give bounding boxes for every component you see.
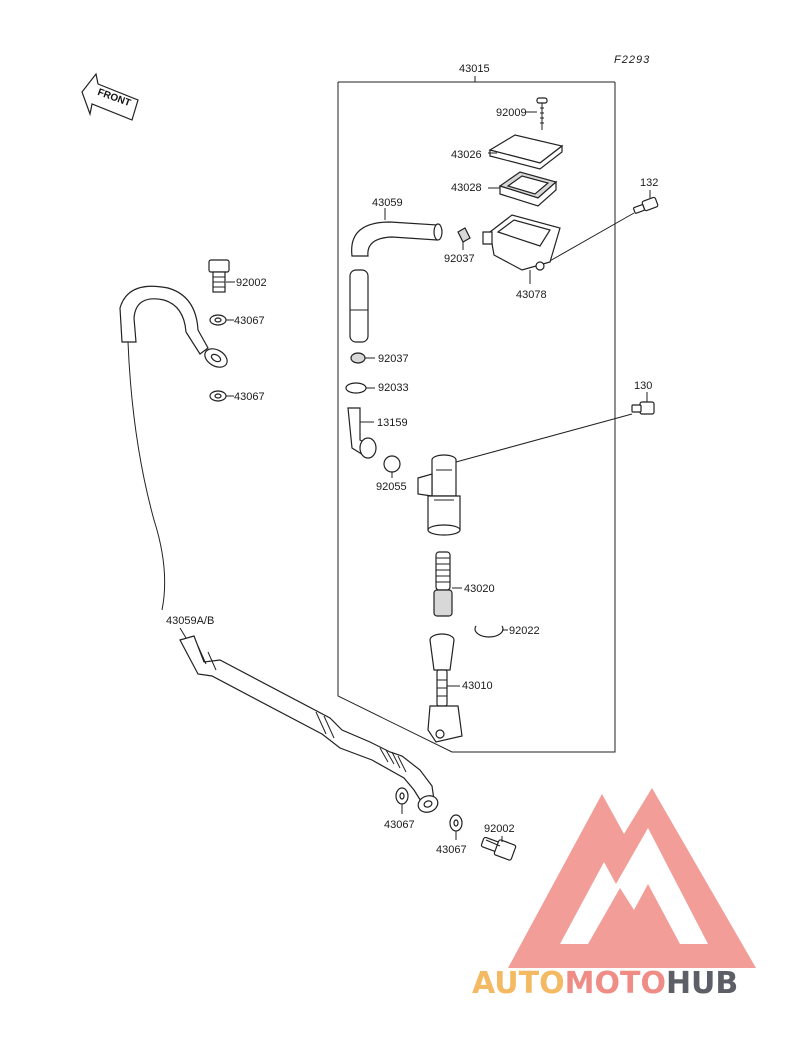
label-43015: 43015 <box>459 63 490 75</box>
label-92002-a: 92002 <box>236 277 267 289</box>
label-43067-c: 43067 <box>384 819 415 831</box>
part-92009-screw <box>526 97 548 130</box>
label-92009: 92009 <box>496 107 527 119</box>
part-brake-hose-loop <box>119 285 228 611</box>
front-arrow-icon: FRONT <box>81 72 139 121</box>
part-92002-bolt-upper <box>208 259 235 293</box>
watermark-auto: AUTO <box>472 966 565 1001</box>
part-43059ab-brake-hose <box>179 627 439 813</box>
part-130-bolt <box>455 392 655 463</box>
part-43067-washer-a <box>209 314 234 326</box>
label-132: 132 <box>640 177 658 189</box>
part-43026-cap <box>488 134 564 170</box>
part-92022-circlip <box>474 625 508 638</box>
part-43078-reservoir <box>482 214 561 284</box>
label-43067-d: 43067 <box>436 844 467 856</box>
part-43020-piston <box>433 551 462 617</box>
part-43010-pushrod <box>427 633 463 743</box>
watermark-moto: MOTO <box>565 966 666 1001</box>
part-92033-oring <box>345 382 375 394</box>
part-hose-tube <box>349 269 369 343</box>
label-92002-b: 92002 <box>484 823 515 835</box>
part-master-cylinder-body <box>417 454 461 536</box>
label-43020: 43020 <box>464 583 495 595</box>
label-43059ab: 43059A/B <box>166 615 214 627</box>
watermark-hub: HUB <box>666 966 738 1001</box>
watermark-logo-icon <box>508 788 756 968</box>
label-130: 130 <box>634 380 652 392</box>
label-92033: 92033 <box>378 382 409 394</box>
part-13159-fitting <box>347 407 377 459</box>
part-43067-washer-c <box>395 787 409 814</box>
label-92037-a: 92037 <box>444 253 475 265</box>
watermark-text: AUTOMOTOHUB <box>472 966 738 1001</box>
assembly-bracket <box>337 76 616 753</box>
part-43067-washer-b <box>209 390 234 402</box>
label-43010: 43010 <box>462 680 493 692</box>
label-92022: 92022 <box>509 625 540 637</box>
part-92037-clip-lower <box>350 352 375 364</box>
svg-text:AUTOMOTOHUB: AUTOMOTOHUB <box>472 966 738 1001</box>
label-43067-a: 43067 <box>234 315 265 327</box>
label-43059: 43059 <box>372 197 403 209</box>
label-43067-b: 43067 <box>234 391 265 403</box>
part-43067-washer-d <box>449 814 463 840</box>
part-43028-diaphragm <box>488 171 558 207</box>
label-43026: 43026 <box>451 149 482 161</box>
part-43059-hose <box>351 208 443 257</box>
part-92055-oring <box>383 455 401 478</box>
label-92055: 92055 <box>376 481 407 493</box>
part-92002-bolt-lower <box>480 836 517 861</box>
diagram-code: F2293 <box>614 54 650 66</box>
label-13159: 13159 <box>377 417 408 429</box>
label-43078: 43078 <box>516 289 547 301</box>
label-43028: 43028 <box>451 182 482 194</box>
part-132-bolt <box>547 190 659 263</box>
label-92037-b: 92037 <box>378 353 409 365</box>
part-92037-clip-upper <box>457 227 471 250</box>
